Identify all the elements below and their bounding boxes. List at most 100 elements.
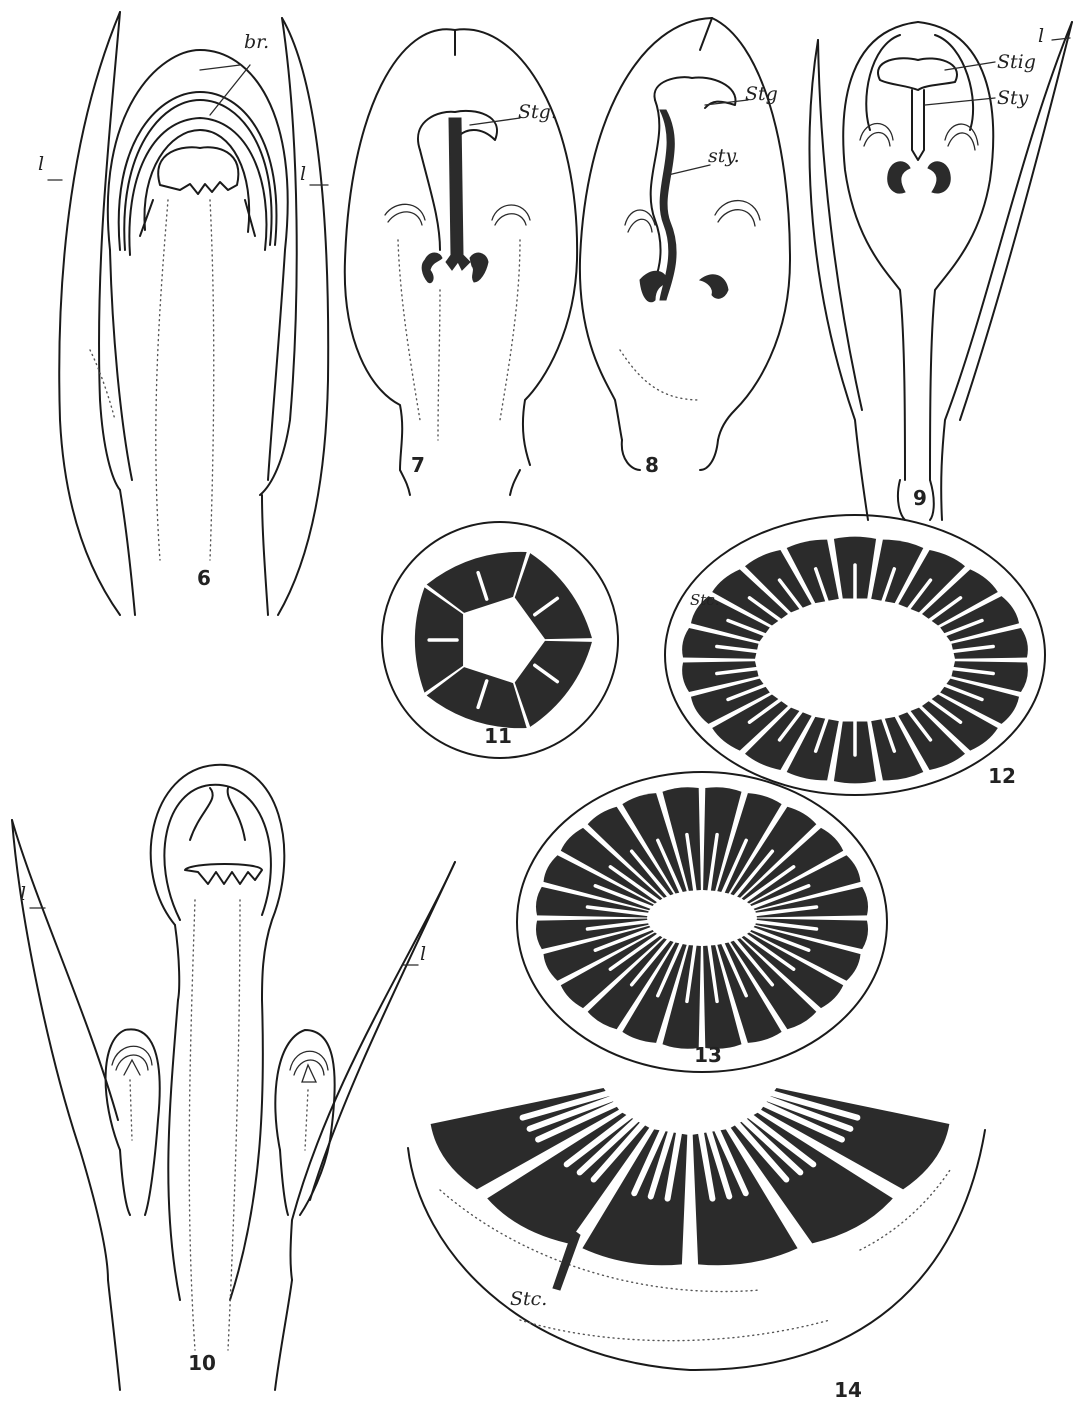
fig6-label-leaf-right: l xyxy=(300,163,306,185)
fig8-ovule-right xyxy=(700,275,728,298)
fig9-flower-outline-left xyxy=(843,22,918,480)
fig7-stalk-right xyxy=(510,470,520,495)
fig14-cells-2 xyxy=(520,1320,830,1341)
fig7-stalk-left xyxy=(400,470,410,495)
fig6-leaf-right-outer xyxy=(278,18,328,615)
fig7-style xyxy=(446,118,470,270)
fig6-stem-left xyxy=(120,490,135,615)
fig7-vascular-mid xyxy=(438,290,440,440)
fig9-stamen-left-1 xyxy=(860,124,893,141)
fig9-label-style: Sty xyxy=(997,87,1029,109)
fig6-vascular-right xyxy=(210,200,214,560)
fig10-stem-right xyxy=(275,1280,292,1390)
figure-10: l l 10 xyxy=(12,765,455,1390)
fig9-ovule-left xyxy=(888,162,910,193)
fig6-bud-outline xyxy=(144,130,249,232)
fig14-number: 14 xyxy=(834,1378,862,1402)
figure-6: br. l l 6 xyxy=(38,12,328,615)
figure-8: Stg sty. 8 xyxy=(580,18,790,477)
fig8-outline-left xyxy=(580,18,712,440)
fig8-stamen-left-2 xyxy=(628,219,652,232)
fig10-bud-outer-left xyxy=(175,925,179,1000)
fig8-label-stigma: Stg xyxy=(745,83,778,105)
fig10-label-leaf-left: l xyxy=(20,883,26,905)
fig6-br-leader-1 xyxy=(200,65,240,70)
fig10-vascular-left xyxy=(189,900,195,1350)
fig10-stem-left xyxy=(108,1280,120,1390)
fig11-lobe xyxy=(515,641,592,727)
fig6-bract-inner-3 xyxy=(129,118,266,255)
fig10-lateral-bud-left-base xyxy=(120,1150,130,1215)
fig10-lateral-bud-right-base xyxy=(280,1150,288,1215)
fig10-lateral-right-vein xyxy=(305,1090,308,1150)
figure-13: 13 xyxy=(517,772,887,1072)
fig6-br-leader-2 xyxy=(210,65,250,115)
fig14-lobes xyxy=(431,1088,950,1265)
fig10-lateral-right-bud xyxy=(302,1065,316,1082)
fig10-ovary xyxy=(185,864,262,884)
figure-14: Stc. 14 xyxy=(408,1088,985,1402)
fig11-number: 11 xyxy=(484,724,512,748)
fig9-leaf-left-inner xyxy=(818,40,862,410)
fig7-ovule-left xyxy=(422,253,442,283)
fig9-inner-left xyxy=(866,35,900,130)
fig6-bract-outer-left xyxy=(110,250,132,480)
fig6-vascular-left xyxy=(156,200,168,560)
fig9-stigma xyxy=(878,58,957,90)
fig7-vascular-right xyxy=(500,240,520,420)
figure-9: l Stig Sty 9 xyxy=(810,22,1072,520)
figure-12: Stc. 12 xyxy=(665,515,1045,795)
fig8-label-style: sty. xyxy=(708,145,740,167)
fig6-leaf-right-inner xyxy=(260,18,297,495)
fig10-leaf-left-inner xyxy=(12,820,108,1280)
fig11-lobe xyxy=(515,553,592,639)
fig8-stalk-right xyxy=(700,440,718,470)
fig12-lobes xyxy=(682,537,1028,784)
fig10-number: 10 xyxy=(188,1351,216,1375)
fig10-bud-outer xyxy=(151,765,285,1000)
fig12-label-stomium: Stc. xyxy=(690,591,719,609)
fig9-number: 9 xyxy=(913,486,927,510)
fig8-outline-right xyxy=(712,18,790,440)
fig9-stalk-right xyxy=(930,480,934,520)
fig7-vascular-left xyxy=(398,240,420,420)
fig10-axis-left xyxy=(168,1000,180,1300)
fig6-stem-right xyxy=(262,495,268,615)
fig11-lobes xyxy=(415,552,592,728)
fig9-stalk-left xyxy=(898,480,905,520)
fig12-number: 12 xyxy=(988,764,1016,788)
fig13-number: 13 xyxy=(694,1043,722,1067)
fig6-leaf-left-outer xyxy=(59,12,120,615)
fig8-apex-slit xyxy=(700,18,712,50)
figure-7: Stg. 7 xyxy=(345,29,577,495)
fig10-label-leaf-right: l xyxy=(420,943,426,965)
fig7-outline-left xyxy=(345,29,455,470)
fig7-stamen-left-2 xyxy=(388,212,422,225)
fig7-stamen-right-1 xyxy=(492,205,530,220)
fig9-sty-leader xyxy=(925,98,995,105)
fig8-vascular xyxy=(620,350,700,400)
fig6-label-bract: br. xyxy=(244,31,269,53)
fig9-label-stigma: Stig xyxy=(997,51,1036,73)
fig10-leaf-right-inner xyxy=(310,862,455,1200)
fig10-axis-right xyxy=(230,1000,263,1300)
fig10-lateral-left-bud xyxy=(124,1060,140,1075)
fig6-label-leaf-left: l xyxy=(38,153,44,175)
figure-11: 11 xyxy=(382,522,618,758)
fig9-stamen-right-2 xyxy=(948,133,975,150)
fig6-bud-tip-left xyxy=(140,200,153,236)
fig7-number: 7 xyxy=(411,453,425,477)
fig8-style xyxy=(648,100,661,300)
fig6-number: 6 xyxy=(197,566,211,590)
fig9-ovule-right xyxy=(928,162,950,193)
fig8-style-fill xyxy=(660,110,676,300)
fig14-label-stomium: Stc. xyxy=(510,1288,547,1310)
fig8-number: 8 xyxy=(645,453,659,477)
fig7-stamen-right-2 xyxy=(495,214,526,225)
fig10-lateral-left-vein xyxy=(130,1080,132,1140)
fig6-ovary xyxy=(158,147,238,194)
fig6-bract-outer xyxy=(108,50,288,480)
fig10-petal-right xyxy=(228,788,245,840)
fig8-sty-leader xyxy=(668,165,710,175)
